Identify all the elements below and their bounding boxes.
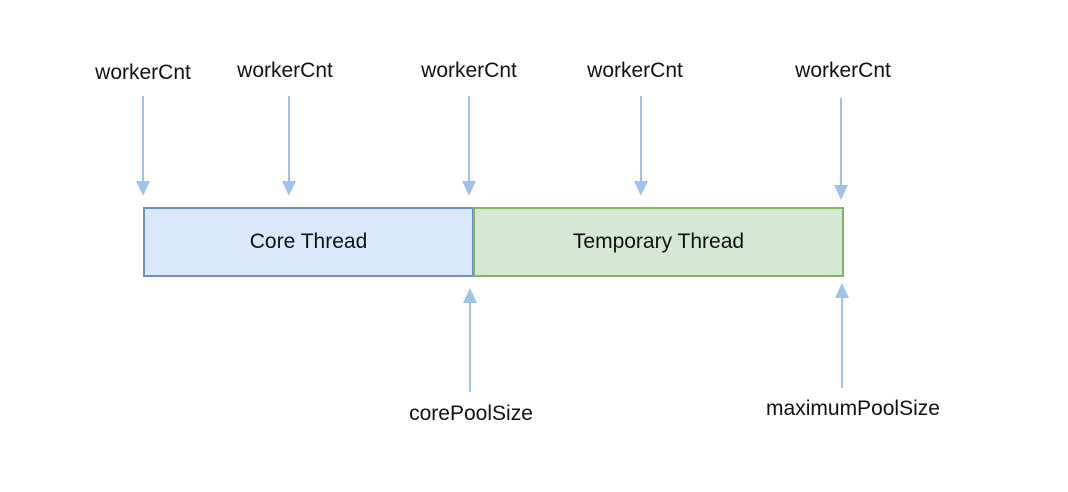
worker-cnt-label-3: workerCnt [421,59,517,82]
temporary-thread-box: Temporary Thread [473,207,844,277]
core-pool-size-arrow [463,288,477,392]
worker-cnt-label-4: workerCnt [587,59,683,82]
maximum-pool-size-label: maximumPoolSize [766,397,940,420]
worker-arrow-4 [634,96,648,196]
worker-cnt-label-5: workerCnt [795,59,891,82]
core-thread-label: Core Thread [249,230,368,253]
worker-arrow-1 [136,96,150,196]
worker-arrow-2 [282,96,296,196]
temporary-thread-label: Temporary Thread [572,230,745,253]
worker-cnt-label-2: workerCnt [237,59,333,82]
worker-arrow-5 [834,98,848,200]
worker-arrow-3 [462,96,476,196]
maximum-pool-size-arrow [835,283,849,388]
worker-cnt-label-1: workerCnt [95,61,191,84]
core-pool-size-label: corePoolSize [409,402,533,425]
core-thread-box: Core Thread [143,207,474,277]
